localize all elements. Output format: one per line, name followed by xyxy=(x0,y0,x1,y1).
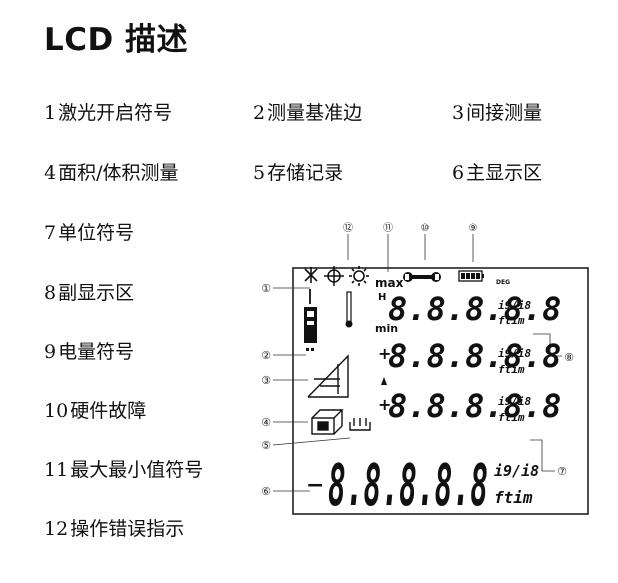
callout-1: ① xyxy=(261,282,271,295)
wrench-icon xyxy=(403,272,441,282)
page-title: LCD 描述 xyxy=(44,22,189,58)
indirect-measure-icon xyxy=(307,354,349,398)
callout-6: ⑥ xyxy=(261,485,271,498)
main-minus-sign: − xyxy=(306,473,324,498)
crosshair-icon xyxy=(324,266,344,286)
callout-8: ⑧ xyxy=(564,351,574,364)
reference-edge-icon xyxy=(304,289,317,351)
callout-3: ③ xyxy=(261,374,271,387)
callout-9: ⑨ xyxy=(469,223,478,234)
sub-display-row3: 8.8.8.8.8 xyxy=(388,387,561,425)
callout-7: ⑦ xyxy=(557,465,567,478)
min-label: min xyxy=(375,322,398,335)
plus-sign-row2: + xyxy=(378,344,391,363)
main-display-digits: 8.8.8.8.8 xyxy=(328,451,488,519)
unit-ftm-row3: ftim xyxy=(498,411,525,424)
unit-frac-row3: i9/i8 xyxy=(498,395,531,408)
main-unit-ftm: ftim xyxy=(494,488,533,507)
callout-10: ⑩ xyxy=(421,223,430,234)
callout-2: ② xyxy=(261,349,271,362)
area-volume-icon xyxy=(311,409,344,435)
plus-sign-row3: + xyxy=(378,395,391,414)
lcd-frame xyxy=(292,267,589,515)
callout-4: ④ xyxy=(261,416,271,429)
callout-12: ⑫ xyxy=(343,222,353,234)
callout-11: ⑪ xyxy=(383,222,393,234)
laser-icon xyxy=(304,267,318,283)
h-label: H xyxy=(378,292,386,303)
unit-ftm-row2: ftim xyxy=(498,363,525,376)
main-unit-frac: i9/i8 xyxy=(494,462,539,480)
sun-icon xyxy=(349,266,369,286)
max-label: max xyxy=(375,276,404,290)
sub-display-row2: 8.8.8.8.8 xyxy=(388,337,561,375)
unit-frac-row1: i9/i8 xyxy=(498,299,531,312)
thermometer-icon xyxy=(345,291,353,328)
memory-icon xyxy=(349,418,371,431)
callout-5: ⑤ xyxy=(261,439,271,452)
unit-ftm-row1: ftim xyxy=(498,314,525,327)
triangle-indicator xyxy=(381,377,387,385)
deg-label: DEG xyxy=(496,279,510,286)
battery-icon xyxy=(458,270,484,282)
lcd-diagram: ⑫ ⑪ ⑩ ⑨ ① ② ③ ④ ⑤ ⑥ ⑦ ⑧ xyxy=(261,222,589,519)
sub-display-row1: 8.8.8.8.8 xyxy=(388,290,561,328)
unit-frac-row2: i9/i8 xyxy=(498,347,531,360)
